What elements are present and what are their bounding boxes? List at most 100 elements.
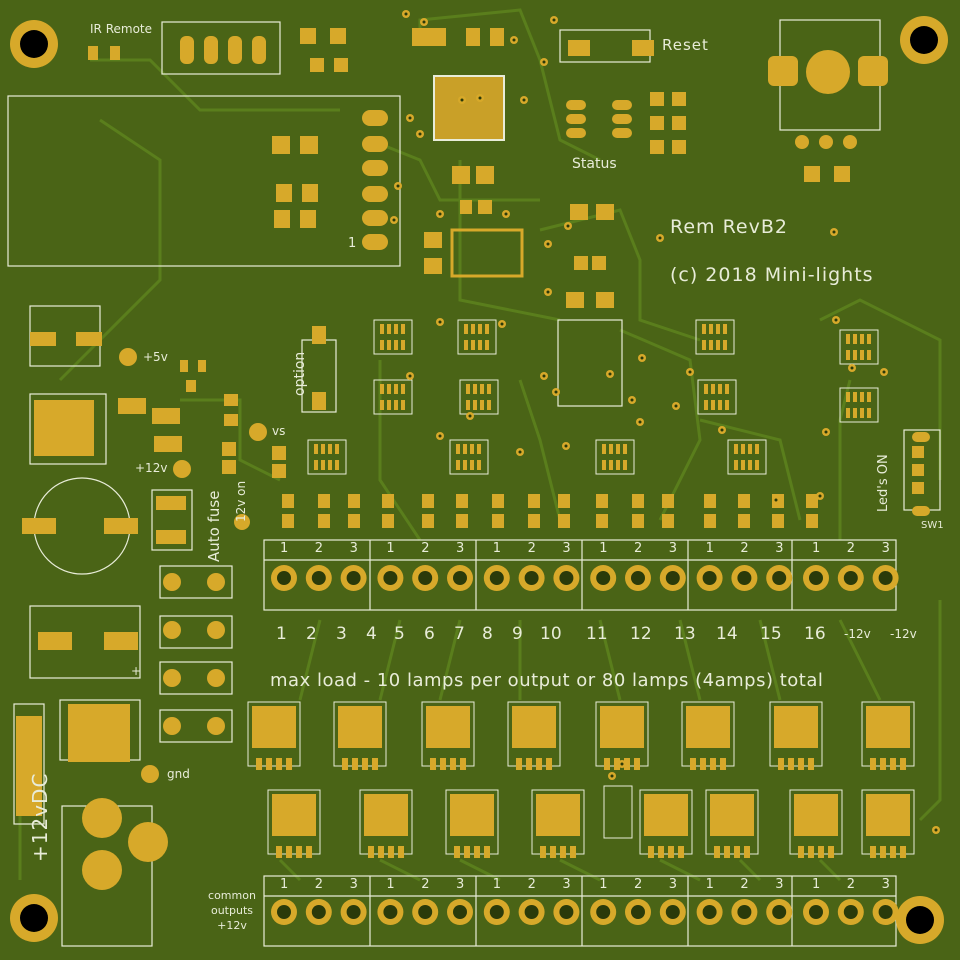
terminal-pin-number: 1 <box>492 541 502 556</box>
terminal-screw <box>305 899 332 925</box>
terminal-pin-number: 3 <box>456 877 465 892</box>
plus12v-label: +12v <box>135 461 168 475</box>
resistor-pad <box>492 494 504 508</box>
terminal-screw <box>590 899 617 925</box>
via <box>638 354 646 362</box>
driver-ic <box>373 319 413 355</box>
output-number: 3 <box>336 624 347 644</box>
via <box>830 228 838 236</box>
output-number: 7 <box>454 624 465 644</box>
output-number: 15 <box>760 624 782 644</box>
via <box>636 418 644 426</box>
terminal-screw <box>518 565 545 591</box>
terminal-pin-number: 3 <box>562 877 571 892</box>
via <box>618 760 626 768</box>
mosfet <box>789 789 843 858</box>
via <box>606 370 614 378</box>
terminal-pin-number: 2 <box>740 877 749 892</box>
terminal-screw <box>696 565 723 591</box>
status-label: Status <box>572 156 617 172</box>
via <box>502 210 510 218</box>
terminal-screw <box>483 899 510 925</box>
terminal-screw <box>553 565 580 591</box>
terminal-pin-number: 2 <box>527 541 536 556</box>
mosfet <box>681 701 735 770</box>
terminal-screw <box>659 565 686 591</box>
terminal-screw <box>625 565 651 591</box>
resistor-pad <box>348 494 360 508</box>
terminal-screw <box>447 565 473 591</box>
terminal-pin-number: 1 <box>386 877 395 892</box>
terminal-pin-number: 2 <box>846 877 856 892</box>
mosfet <box>861 701 915 770</box>
via <box>608 772 616 780</box>
mosfet <box>333 701 387 770</box>
resistor-pad <box>632 514 644 528</box>
resistor-pad <box>596 514 608 528</box>
via <box>394 182 402 190</box>
via <box>564 222 572 230</box>
terminal-screw <box>625 899 651 925</box>
via <box>402 10 410 18</box>
via <box>458 96 466 104</box>
resistor-pad <box>348 514 360 528</box>
terminal-screw <box>872 899 899 925</box>
via <box>436 432 444 440</box>
terminal-screw <box>872 565 899 591</box>
output-number: -12v <box>844 627 871 641</box>
terminal-screw <box>377 565 404 591</box>
mosfet <box>421 701 475 770</box>
via <box>476 94 484 102</box>
via <box>406 114 414 122</box>
driver-ic <box>307 439 347 475</box>
mosfet <box>507 701 561 770</box>
resistor-pad <box>806 494 818 508</box>
terminal-pin-number: 2 <box>421 877 430 892</box>
terminal-pin-number: 2 <box>314 541 324 556</box>
v12dc-label: +12vDC <box>28 772 52 862</box>
via <box>848 364 856 372</box>
sw1-label: SW1 <box>921 520 944 531</box>
via <box>718 426 726 434</box>
via <box>406 372 414 380</box>
via <box>540 372 548 380</box>
resistor-pad <box>456 514 468 528</box>
driver-ic <box>695 319 735 355</box>
terminal-pin-number: 1 <box>280 877 289 892</box>
driver-ic <box>459 379 499 415</box>
via <box>540 58 548 66</box>
via <box>772 496 780 504</box>
terminal-pin-number: 3 <box>668 877 678 892</box>
terminal-pin-number: 2 <box>421 541 430 556</box>
common-outputs-label: common outputs +12v <box>208 889 256 932</box>
terminal-pin-number: 1 <box>812 877 821 892</box>
driver-ic <box>449 439 489 475</box>
via <box>656 234 664 242</box>
via <box>686 368 694 376</box>
resistor-pad <box>528 514 540 528</box>
driver-ic <box>727 439 767 475</box>
terminal-pin-number: 1 <box>812 541 821 556</box>
via <box>628 396 636 404</box>
via <box>436 318 444 326</box>
terminal-pin-number: 1 <box>280 541 289 556</box>
terminal-pin-number: 3 <box>349 877 358 892</box>
terminal-screw <box>340 899 367 925</box>
via <box>550 16 558 24</box>
resistor-pad <box>492 514 504 528</box>
output-number: 13 <box>674 624 696 644</box>
output-number: 11 <box>586 624 608 644</box>
via <box>562 442 570 450</box>
leds-on-label: Led's ON <box>876 454 891 512</box>
terminal-screw <box>447 899 473 925</box>
ir-remote-label: IR Remote <box>90 22 152 36</box>
output-number: 9 <box>512 624 523 644</box>
resistor-pad <box>704 514 716 528</box>
terminal-pin-number: 3 <box>775 877 784 892</box>
via <box>516 448 524 456</box>
driver-ic <box>457 319 497 355</box>
resistor-pad <box>282 514 294 528</box>
via <box>822 428 830 436</box>
mosfet <box>861 789 915 858</box>
